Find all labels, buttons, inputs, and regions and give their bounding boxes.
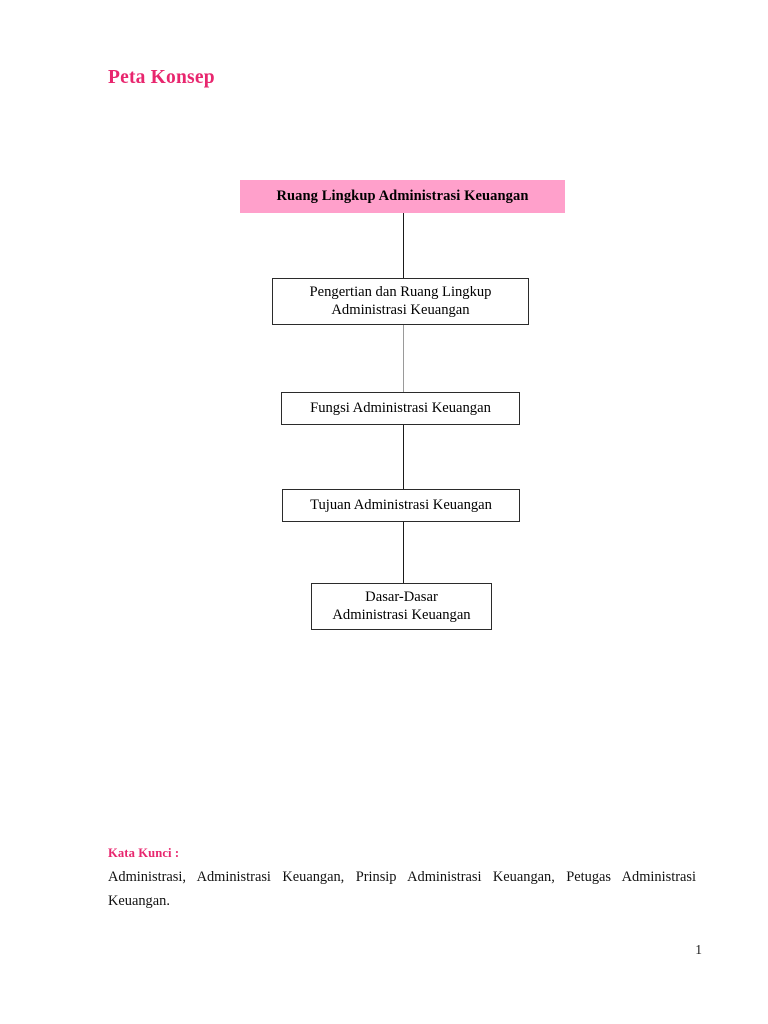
concept-node-label: Fungsi Administrasi Keuangan bbox=[310, 399, 491, 416]
concept-node-label: Pengertian dan Ruang Lingkup Administras… bbox=[309, 283, 492, 318]
concept-node-tujuan: Tujuan Administrasi Keuangan bbox=[282, 489, 520, 522]
page-number: 1 bbox=[695, 942, 702, 957]
keywords-section: Kata Kunci : Administrasi, Administrasi … bbox=[108, 846, 696, 914]
concept-node-root: Ruang Lingkup Administrasi Keuangan bbox=[240, 180, 565, 213]
concept-node-pengertian: Pengertian dan Ruang Lingkup Administras… bbox=[272, 278, 529, 325]
connector-pengertian-to-fungsi bbox=[403, 325, 404, 392]
keywords-text: Administrasi, Administrasi Keuangan, Pri… bbox=[108, 869, 696, 909]
page-title: Peta Konsep bbox=[108, 67, 215, 88]
connector-fungsi-to-tujuan bbox=[403, 425, 404, 489]
concept-node-label: Dasar-Dasar Administrasi Keuangan bbox=[332, 588, 471, 623]
concept-node-fungsi: Fungsi Administrasi Keuangan bbox=[281, 392, 520, 425]
concept-node-label: Ruang Lingkup Administrasi Keuangan bbox=[276, 187, 529, 204]
keywords-label: Kata Kunci : bbox=[108, 846, 180, 860]
connector-tujuan-to-dasar bbox=[403, 522, 404, 583]
concept-node-dasar: Dasar-Dasar Administrasi Keuangan bbox=[311, 583, 492, 630]
connector-root-to-pengertian bbox=[403, 213, 404, 278]
concept-node-label: Tujuan Administrasi Keuangan bbox=[310, 496, 492, 513]
